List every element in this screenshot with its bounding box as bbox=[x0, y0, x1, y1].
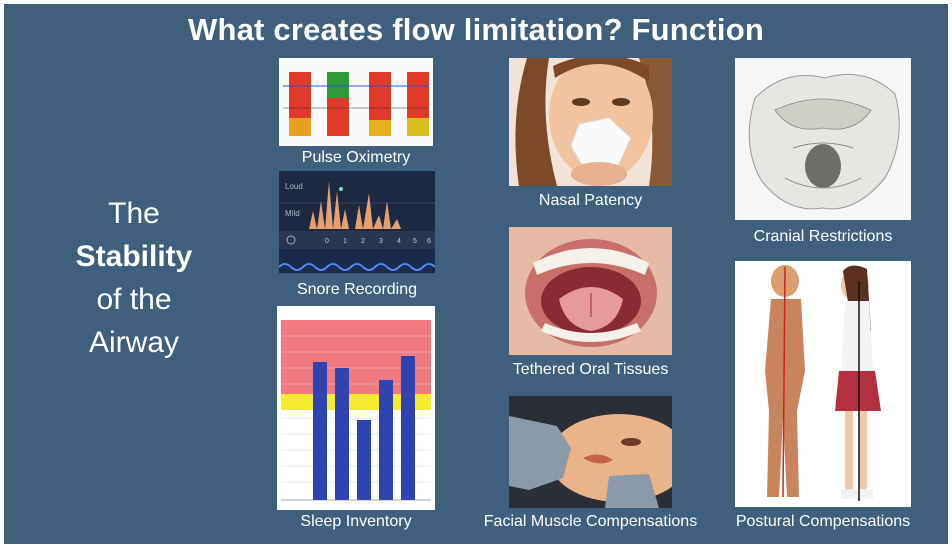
cranial-caption: Cranial Restrictions bbox=[753, 228, 893, 245]
pulse-oximetry-image bbox=[279, 58, 433, 146]
pulse-oximetry-caption: Pulse Oximetry bbox=[301, 149, 411, 166]
snore-recording-image: Loud Mild 0 1 2 3 4 5 6 bbox=[279, 171, 435, 273]
nasal-patency-image bbox=[509, 58, 672, 186]
stability-text: The Stability of the Airway bbox=[54, 192, 214, 364]
sleep-inventory-caption: Sleep Inventory bbox=[300, 513, 412, 530]
postural-image bbox=[735, 261, 911, 507]
slide-title: What creates flow limitation? Function bbox=[188, 12, 764, 47]
sleep-inventory-image bbox=[277, 306, 435, 510]
snore-tick-3: 3 bbox=[379, 238, 383, 245]
snore-loud-label: Loud bbox=[285, 182, 303, 191]
postural-caption: Postural Compensations bbox=[735, 513, 911, 530]
stability-line-1: The bbox=[108, 197, 160, 230]
snore-mild-label: Mild bbox=[285, 209, 300, 218]
tethered-oral-image bbox=[509, 227, 672, 355]
snore-tick-0: 0 bbox=[325, 238, 329, 245]
stability-line-3: of the bbox=[96, 283, 172, 316]
stability-line-4: Airway bbox=[88, 326, 179, 359]
snore-tick-6: 6 bbox=[427, 238, 431, 245]
stability-line-2: Stability bbox=[75, 240, 193, 273]
snore-tick-2: 2 bbox=[361, 238, 365, 245]
snore-tick-5: 5 bbox=[413, 238, 417, 245]
facial-muscle-image bbox=[509, 396, 672, 508]
snore-tick-1: 1 bbox=[343, 238, 347, 245]
snore-recording-caption: Snore Recording bbox=[296, 281, 418, 298]
snore-tick-4: 4 bbox=[397, 238, 401, 245]
facial-muscle-caption: Facial Muscle Compensations bbox=[483, 513, 698, 530]
cranial-image bbox=[735, 58, 911, 220]
slide: What creates flow limitation? Function T… bbox=[4, 4, 948, 544]
nasal-patency-caption: Nasal Patency bbox=[538, 192, 643, 209]
tethered-oral-caption: Tethered Oral Tissues bbox=[512, 361, 669, 378]
